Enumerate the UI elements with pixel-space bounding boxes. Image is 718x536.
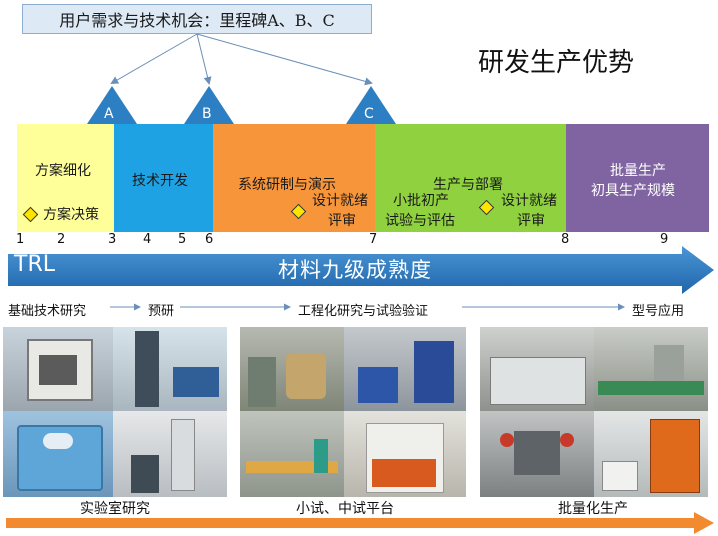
review-label: 方案决策: [43, 207, 99, 223]
milestone-c-label: C: [364, 106, 374, 122]
trl-number: 8: [561, 232, 570, 247]
stage-pre-research: 预研: [148, 304, 175, 319]
milestone-title: 用户需求与技术机会：里程碑A、B、C: [59, 11, 335, 30]
trl-number: 2: [57, 232, 66, 247]
progress-arrow: [6, 512, 714, 534]
phase-system-demo: 系统研制与演示 设计就绪 评审: [213, 124, 375, 232]
pilot-line-photo: [240, 411, 344, 497]
phase-tech-development: 技术开发: [114, 124, 213, 232]
trl-number: 3: [108, 232, 117, 247]
production-oven-photo: [594, 411, 708, 497]
production-press-photo: [480, 411, 594, 497]
milestone-c-triangle: [346, 86, 396, 124]
phase-label: 生产与部署: [433, 177, 503, 193]
pilot-oven-photo: [344, 411, 466, 497]
trl-number: 6: [205, 232, 214, 247]
phase-label-line1: 批量生产: [610, 163, 666, 179]
pilot-vessel-photo: [344, 327, 466, 411]
production-hall-photo: [480, 327, 594, 411]
lab-tensile-tester-photo: [113, 327, 227, 411]
trl-label: TRL: [14, 252, 55, 277]
phase-label: 系统研制与演示: [238, 177, 336, 193]
lab-chamber-photo: [3, 411, 113, 497]
phase-label: 方案细化: [35, 163, 91, 179]
diamond-icon: [478, 199, 495, 216]
milestone-connectors: [87, 33, 396, 124]
milestone-a-label: A: [104, 106, 114, 122]
production-line-photo: [594, 327, 708, 411]
connector-c: [196, 33, 373, 86]
trl-number: 1: [16, 232, 25, 247]
phase-mass-production: 批量生产 初具生产规模: [566, 124, 709, 232]
connector-a: [110, 33, 198, 84]
lab-furnace-photo: [3, 327, 113, 411]
stage-engineering: 工程化研究与试验验证: [298, 304, 429, 319]
trl-number: 9: [660, 232, 669, 247]
stage-arrows: [110, 303, 625, 311]
diamond-icon: [290, 203, 307, 220]
trl-arrow: [8, 246, 714, 294]
lab-microscope-photo: [113, 411, 227, 497]
milestone-a-triangle: [87, 86, 137, 124]
stage-basic-research: 基础技术研究: [8, 304, 87, 319]
milestone-b-label: B: [202, 106, 212, 122]
milestone-title-box: 用户需求与技术机会：里程碑A、B、C: [22, 4, 372, 34]
trl-number: 5: [178, 232, 187, 247]
trl-arrow-text: 材料九级成熟度: [278, 258, 432, 282]
milestone-b-triangle: [184, 86, 234, 124]
review-label-line1: 小批初产: [393, 193, 449, 209]
phase-scheme-refinement: 方案细化 方案决策: [17, 124, 114, 232]
trl-number: 7: [369, 232, 378, 247]
caption-lab-research: 实验室研究: [80, 501, 150, 517]
diamond-icon: [22, 206, 39, 223]
slide-title: 研发生产优势: [478, 48, 635, 78]
caption-mass-production: 批量化生产: [558, 501, 628, 517]
pilot-furnace-photo: [240, 327, 344, 411]
review-label-line2: 评审: [517, 213, 545, 229]
stage-application: 型号应用: [632, 304, 685, 319]
phase-label-line2: 初具生产规模: [591, 183, 675, 199]
caption-pilot-platform: 小试、中试平台: [296, 501, 394, 517]
review-label-line2: 评审: [328, 213, 356, 229]
phase-label: 技术开发: [132, 173, 188, 189]
phase-production-deployment: 生产与部署 小批初产 试验与评估 设计就绪 评审: [375, 124, 566, 232]
review-label-line1: 设计就绪: [501, 193, 557, 209]
connector-b: [196, 33, 212, 85]
review-label-line2: 试验与评估: [385, 213, 455, 229]
trl-number: 4: [143, 232, 152, 247]
review-label-line1: 设计就绪: [312, 193, 368, 209]
